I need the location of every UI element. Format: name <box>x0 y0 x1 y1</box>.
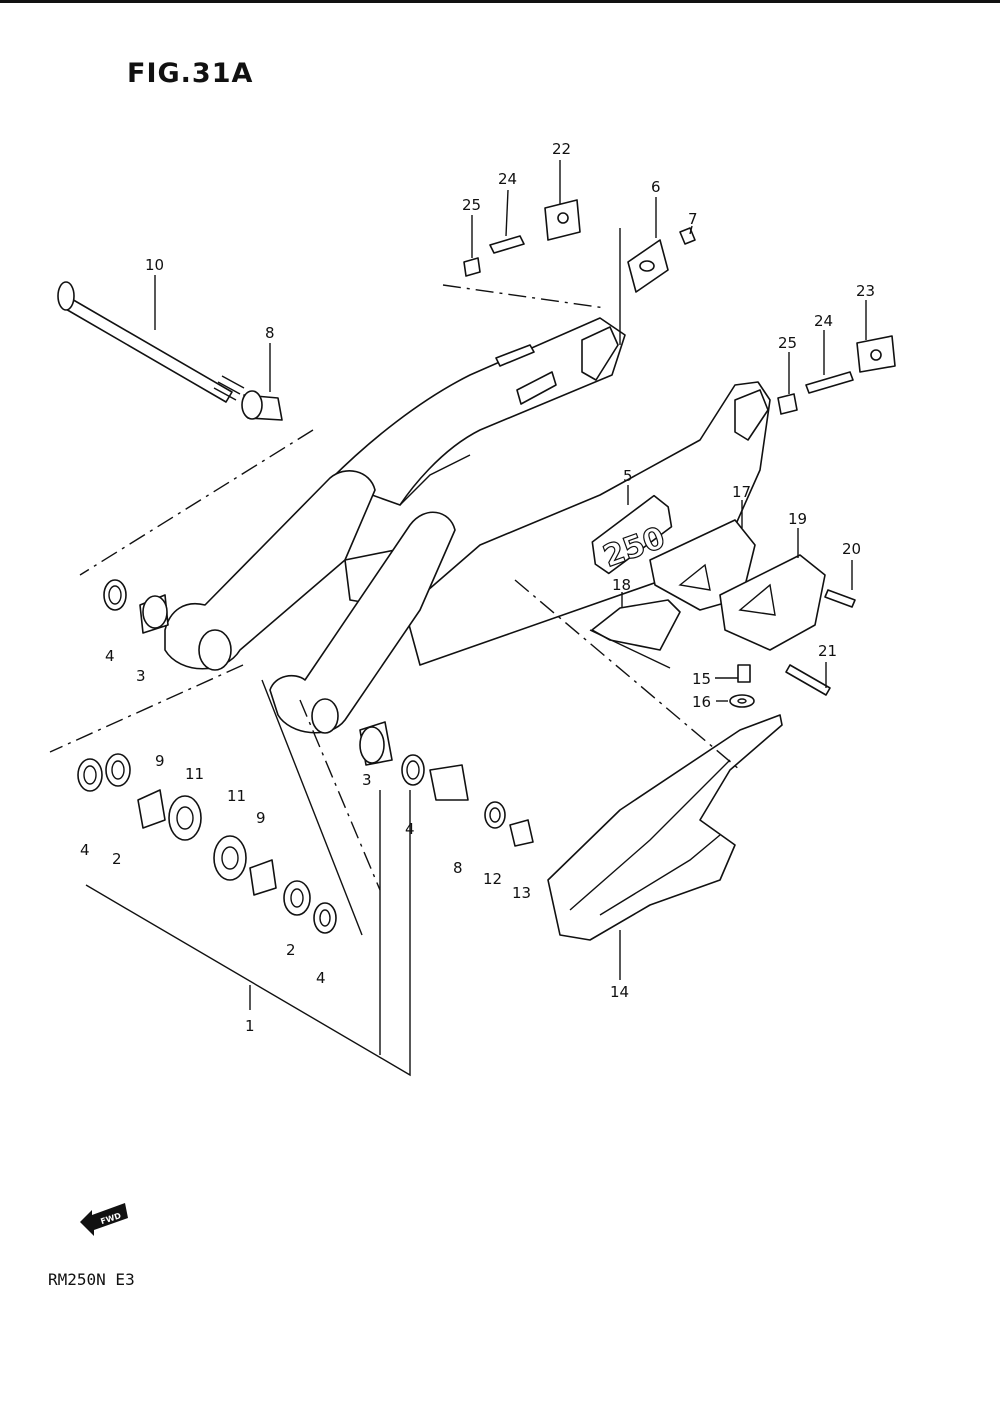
pivot-spacer-upper <box>241 390 283 421</box>
swingarm <box>164 317 771 734</box>
callout-14: 14 <box>610 983 629 1001</box>
callout-25-right: 25 <box>778 334 797 352</box>
callout-4-b: 4 <box>80 841 90 859</box>
callout-4-c: 4 <box>316 969 326 987</box>
callout-19: 19 <box>788 510 807 528</box>
callout-labels: 22 24 25 6 7 10 8 23 24 25 5 17 19 20 18… <box>80 140 875 1035</box>
callout-15: 15 <box>692 670 711 688</box>
callout-7: 7 <box>688 210 698 228</box>
callout-18: 18 <box>612 576 631 594</box>
callout-4-a: 4 <box>105 647 115 665</box>
callout-21: 21 <box>818 642 837 660</box>
callout-23: 23 <box>856 282 875 300</box>
leader-lines <box>49 228 741 1077</box>
pivot-shaft <box>57 281 245 403</box>
callout-6: 6 <box>651 178 661 196</box>
guide-guard <box>591 599 681 651</box>
axle-bracket <box>627 227 696 293</box>
figure-title: FIG.31A <box>127 58 254 89</box>
chain-guide <box>649 519 856 696</box>
callout-25-upper: 25 <box>462 196 481 214</box>
chain-adjuster-upper <box>463 199 581 277</box>
pivot-hardware-left <box>77 579 337 934</box>
callout-2-a: 2 <box>112 850 122 868</box>
pivot-hardware-right <box>359 721 534 847</box>
callout-24-upper: 24 <box>498 170 517 188</box>
callout-24-right: 24 <box>814 312 833 330</box>
callout-8-upper: 8 <box>265 324 275 342</box>
model-code: RM250N E3 <box>48 1270 135 1289</box>
page-top-edge <box>0 0 1000 3</box>
callout-13: 13 <box>512 884 531 902</box>
callout-5: 5 <box>623 467 633 485</box>
callout-1: 1 <box>245 1017 255 1035</box>
callout-16: 16 <box>692 693 711 711</box>
fwd-arrow-icon <box>80 1203 128 1236</box>
callout-2-b: 2 <box>286 941 296 959</box>
callout-11-a: 11 <box>185 765 204 783</box>
bolt-and-washer <box>729 664 755 708</box>
chain-slider <box>547 714 783 941</box>
callout-3-b: 3 <box>362 771 372 789</box>
callout-10: 10 <box>145 256 164 274</box>
callout-4-d: 4 <box>405 820 415 838</box>
callout-3-a: 3 <box>136 667 146 685</box>
callout-11-b: 11 <box>227 787 246 805</box>
callout-9-a: 9 <box>155 752 165 770</box>
callout-22: 22 <box>552 140 571 158</box>
fwd-badge: FWD <box>80 1203 128 1236</box>
chain-adjuster-right <box>777 335 896 415</box>
callout-8-lower: 8 <box>453 859 463 877</box>
callout-9-b: 9 <box>256 809 266 827</box>
callout-17: 17 <box>732 483 751 501</box>
callout-12: 12 <box>483 870 502 888</box>
callout-leaders <box>154 160 867 702</box>
callout-20: 20 <box>842 540 861 558</box>
